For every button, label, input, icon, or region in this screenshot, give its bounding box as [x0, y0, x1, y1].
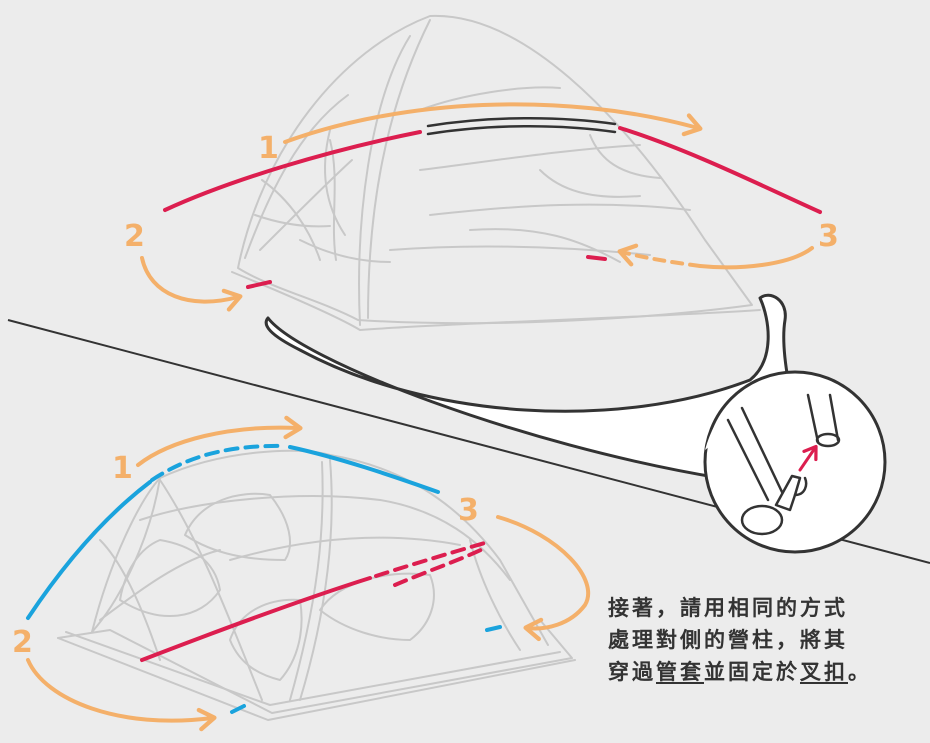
bottom-step-label-2: 2	[12, 625, 33, 660]
bottom-arrow-3	[496, 515, 591, 642]
caption-term-sleeve: 管套	[656, 660, 704, 684]
top-arrow-2	[140, 256, 243, 312]
instruction-caption: 接著，請用相同的方式 處理對側的營柱，將其 穿過管套並固定於叉扣。	[608, 592, 930, 688]
caption-text-end: 。	[848, 660, 872, 684]
detail-callout	[264, 293, 887, 554]
top-arrow-3-solid	[698, 246, 814, 270]
caption-line-3: 穿過管套並固定於叉扣。	[608, 656, 930, 688]
bottom-arrow-1	[136, 415, 303, 467]
bottom-poles	[26, 443, 502, 714]
insertion-arrow	[798, 444, 818, 472]
caption-text-through: 穿過	[608, 660, 656, 684]
bottom-step-label-1: 1	[112, 451, 133, 486]
top-tent-sketch	[231, 14, 761, 331]
top-pole	[163, 117, 822, 289]
caption-line-1: 接著，請用相同的方式	[608, 596, 848, 620]
top-step-arrows	[140, 102, 814, 312]
caption-term-buckle: 叉扣	[800, 660, 848, 684]
top-step-label-1: 1	[258, 131, 279, 166]
bottom-arrow-2	[26, 658, 217, 732]
top-arrow-3-dashed	[617, 243, 702, 268]
top-arrow-1	[283, 102, 703, 144]
pole-tip-into-buckle-detail	[726, 393, 841, 536]
caption-line-2: 處理對側的營柱，將其	[608, 628, 848, 652]
bottom-step-label-3: 3	[458, 493, 479, 528]
caption-text-and-fix: 並固定於	[704, 660, 800, 684]
top-step-label-3: 3	[818, 219, 839, 254]
top-step-label-2: 2	[124, 219, 145, 254]
bottom-step-arrows	[26, 415, 591, 732]
